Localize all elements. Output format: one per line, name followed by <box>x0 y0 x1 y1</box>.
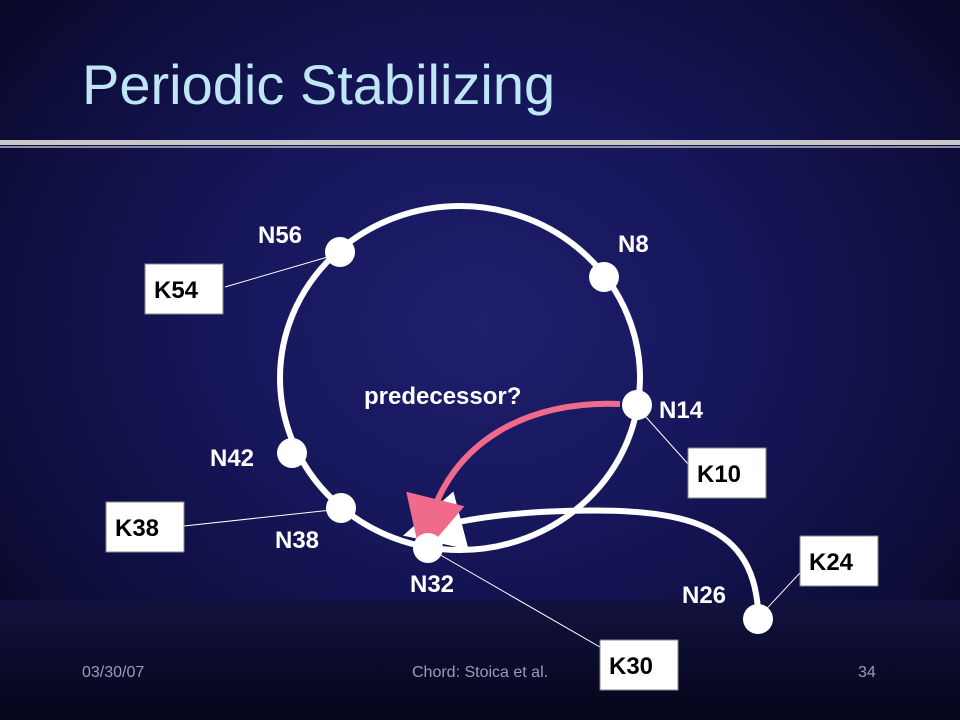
connector-n56-k54 <box>224 253 339 288</box>
node-n32-dot <box>413 533 443 563</box>
node-n32-label: N32 <box>410 571 454 598</box>
key-k24-label: K24 <box>809 549 854 576</box>
key-k54-label: K54 <box>154 277 199 304</box>
node-n8-label: N8 <box>618 231 649 258</box>
connector-n32-k30 <box>429 548 613 655</box>
footer-page-number: 34 <box>858 664 876 681</box>
slide-title: Periodic Stabilizing <box>82 53 556 116</box>
key-k24-box <box>799 535 879 587</box>
predecessor-query-arrow <box>406 400 621 558</box>
node-n42-dot <box>277 438 307 468</box>
footer-date: 03/30/07 <box>82 664 145 681</box>
key-k30-box <box>599 639 679 691</box>
footer-source: Chord: Stoica et al. <box>412 664 549 681</box>
node-n56-dot <box>325 237 355 267</box>
key-k10-label: K10 <box>697 461 741 488</box>
connector-n38-k38 <box>183 508 342 527</box>
node-n38-label: N38 <box>275 527 319 554</box>
key-k38-label: K38 <box>115 515 159 542</box>
key-k30-label: K30 <box>609 653 653 680</box>
node-n38-dot <box>326 493 356 523</box>
node-n14-dot <box>622 390 652 420</box>
title-divider-shadow <box>0 146 960 148</box>
key-k10-box <box>687 447 767 499</box>
node-n8-dot <box>589 262 619 292</box>
footer-band <box>0 600 960 720</box>
node-n26-label: N26 <box>682 582 726 609</box>
node-n56-label: N56 <box>258 222 302 249</box>
key-k38-box <box>105 501 185 553</box>
key-k54-box <box>144 263 224 315</box>
node-n42-label: N42 <box>210 445 254 472</box>
node-n14-label: N14 <box>659 397 704 424</box>
predecessor-question: predecessor? <box>364 383 521 410</box>
title-divider <box>0 140 960 145</box>
node-n26-dot <box>743 604 773 634</box>
join-arrow-n26-to-n32 <box>402 491 761 611</box>
